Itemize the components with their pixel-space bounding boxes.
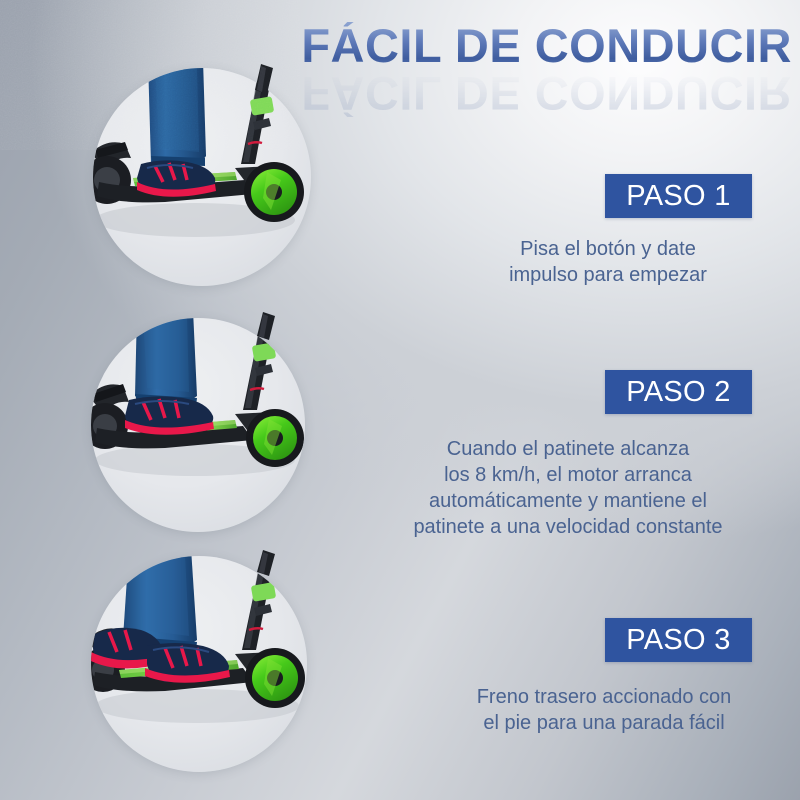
step-1-photo <box>85 60 311 292</box>
page-title-reflection: FÁCIL DE CONDUCIR <box>301 67 792 120</box>
step-2-line-1: Cuando el patinete alcanza <box>446 438 690 460</box>
step-2-photo <box>85 310 310 538</box>
step-1-description: Pisa el botón y date impulso para empeza… <box>428 236 788 288</box>
step-2-line-2: los 8 km/h, el motor arranca <box>444 464 692 486</box>
step-3-scooter-illustration <box>85 548 310 778</box>
step-1-line-2: impulso para empezar <box>509 264 707 286</box>
page-title: FÁCIL DE CONDUCIR <box>276 22 792 69</box>
page-title-block: FÁCIL DE CONDUCIR FÁCIL DE CONDUCIR <box>276 22 792 130</box>
step-3-badge: PASO 3 <box>605 618 752 662</box>
step-3-line-1: Freno trasero accionado con <box>476 686 732 708</box>
step-1-badge: PASO 1 <box>605 174 752 218</box>
step-1-scooter-illustration <box>85 60 310 292</box>
step-3-line-2: el pie para una parada fácil <box>483 712 725 734</box>
step-3-description: Freno trasero accionado con el pie para … <box>418 684 790 736</box>
step-1-badge-label: PASO 1 <box>626 179 731 212</box>
step-3-photo <box>85 548 310 778</box>
step-3-badge-label: PASO 3 <box>626 623 731 656</box>
step-1-line-1: Pisa el botón y date <box>520 238 696 260</box>
step-2-badge: PASO 2 <box>605 370 752 414</box>
step-2-badge-label: PASO 2 <box>626 375 731 408</box>
step-2-scooter-illustration <box>85 310 310 538</box>
step-2-line-4: patinete a una velocidad constante <box>413 516 723 538</box>
step-2-line-3: automáticamente y mantiene el <box>429 490 707 512</box>
step-2-description: Cuando el patinete alcanza los 8 km/h, e… <box>346 436 790 540</box>
